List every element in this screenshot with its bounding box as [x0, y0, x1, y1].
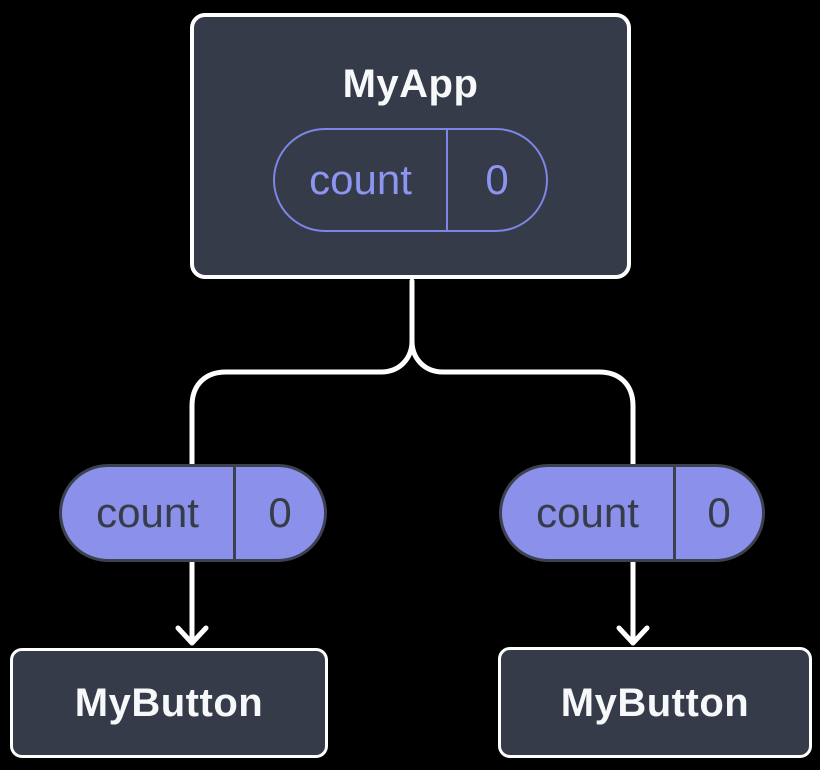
state-key: count [275, 130, 448, 230]
prop-value-left: 0 [268, 489, 292, 536]
arrow-down-right-icon [616, 625, 650, 646]
prop-value-right: 0 [707, 489, 731, 536]
node-mybutton-right: MyButton [498, 647, 812, 758]
node-myapp: MyApp count 0 [190, 13, 631, 279]
state-value: 0 [485, 156, 509, 203]
prop-key-right: count [502, 467, 676, 559]
prop-pill-left: count 0 [59, 464, 327, 562]
node-myapp-title: MyApp [342, 62, 479, 106]
arrow-down-left-icon [175, 625, 209, 646]
connector-branch-left [189, 338, 415, 640]
state-pill: count 0 [273, 128, 548, 232]
prop-pill-right: count 0 [499, 464, 765, 562]
prop-key-left: count [62, 467, 236, 559]
node-mybutton-left-title: MyButton [74, 681, 264, 725]
node-mybutton-left: MyButton [10, 648, 328, 758]
node-mybutton-right-title: MyButton [560, 680, 750, 725]
connector-branch-right [409, 338, 636, 640]
